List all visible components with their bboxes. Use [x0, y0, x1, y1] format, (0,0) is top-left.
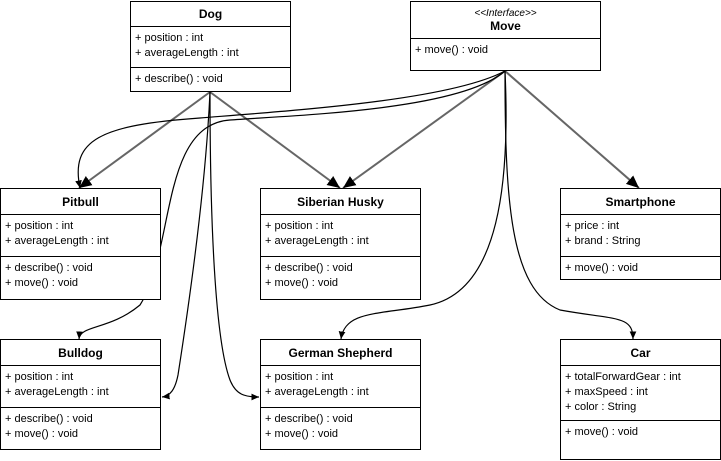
class-dog-header: Dog: [131, 2, 290, 27]
class-dog-name: Dog: [198, 7, 223, 21]
class-bulldog[interactable]: Bulldog + position : int + averageLength…: [0, 339, 161, 450]
attribute: + position : int: [5, 371, 74, 383]
class-bulldog-methods: + describe() : void + move() : void: [1, 408, 160, 442]
attribute: + position : int: [5, 220, 74, 232]
attribute: + position : int: [265, 371, 334, 383]
method: + describe() : void: [135, 73, 223, 85]
edge-move-smartphone: [504, 70, 640, 189]
class-dog[interactable]: Dog + position : int + averageLength : i…: [130, 1, 291, 92]
class-shepherd-name: German Shepherd: [288, 345, 393, 360]
class-car-header: Car: [561, 340, 720, 366]
class-dog-attributes: + position : int + averageLength : int: [131, 27, 290, 68]
class-smartphone-name: Smartphone: [605, 194, 676, 209]
class-shepherd[interactable]: German Shepherd + position : int + avera…: [260, 339, 421, 450]
class-husky-methods: + describe() : void + move() : void: [261, 257, 420, 291]
class-shepherd-header: German Shepherd: [261, 340, 420, 366]
edge-dog-husky: [209, 91, 341, 189]
class-car[interactable]: Car + totalForwardGear : int + maxSpeed …: [560, 339, 721, 460]
edge-move-shepherd: [338, 70, 507, 340]
method: + move() : void: [265, 428, 339, 440]
class-husky-header: Siberian Husky: [261, 189, 420, 215]
class-move-methods: + move() : void: [411, 39, 600, 58]
class-shepherd-attributes: + position : int + averageLength : int: [261, 366, 420, 408]
class-smartphone-attributes: + price : int + brand : String: [561, 215, 720, 257]
attribute: + averageLength : int: [5, 386, 109, 398]
class-pitbull[interactable]: Pitbull + position : int + averageLength…: [0, 188, 161, 300]
class-bulldog-attributes: + position : int + averageLength : int: [1, 366, 160, 408]
class-smartphone-header: Smartphone: [561, 189, 720, 215]
class-smartphone[interactable]: Smartphone + price : int + brand : Strin…: [560, 188, 721, 280]
class-pitbull-header: Pitbull: [1, 189, 160, 215]
method: + describe() : void: [265, 262, 353, 274]
class-move-stereotype: <<Interface>>: [474, 7, 537, 19]
class-pitbull-name: Pitbull: [62, 194, 99, 209]
class-husky-name: Siberian Husky: [297, 194, 384, 209]
method: + move() : void: [565, 262, 639, 274]
class-dog-methods: + describe() : void: [131, 68, 290, 87]
attribute: + averageLength : int: [265, 235, 369, 247]
class-move[interactable]: <<Interface>> Move + move() : void: [410, 1, 601, 71]
class-husky-attributes: + position : int + averageLength : int: [261, 215, 420, 257]
attribute: + averageLength : int: [265, 386, 369, 398]
edge-move-car: [504, 70, 637, 340]
class-move-name: Move: [490, 18, 521, 33]
edge-dog-bulldog: [161, 91, 211, 400]
attribute: + position : int: [135, 32, 204, 44]
method: + move() : void: [565, 426, 639, 438]
method: + describe() : void: [5, 413, 93, 425]
edge-move-husky: [342, 70, 506, 189]
class-pitbull-attributes: + position : int + averageLength : int: [1, 215, 160, 257]
class-car-methods: + move() : void: [561, 421, 720, 440]
edge-dog-pitbull: [78, 91, 211, 189]
method: + move() : void: [265, 277, 339, 289]
edge-dog-shepherd: [209, 91, 260, 401]
edge-move-pitbull: [75, 70, 506, 189]
attribute: + averageLength : int: [135, 47, 239, 59]
class-car-attributes: + totalForwardGear : int + maxSpeed : in…: [561, 366, 720, 421]
attribute: + averageLength : int: [5, 235, 109, 247]
class-shepherd-methods: + describe() : void + move() : void: [261, 408, 420, 442]
method: + describe() : void: [5, 262, 93, 274]
attribute: + totalForwardGear : int: [565, 371, 681, 383]
method: + move() : void: [5, 277, 79, 289]
class-smartphone-methods: + move() : void: [561, 257, 720, 276]
attribute: + color : String: [565, 401, 637, 413]
edge-move-bulldog: [76, 70, 506, 340]
class-car-name: Car: [630, 345, 651, 360]
class-move-header: <<Interface>> Move: [411, 2, 600, 39]
attribute: + price : int: [565, 220, 620, 232]
method: + describe() : void: [265, 413, 353, 425]
class-husky[interactable]: Siberian Husky + position : int + averag…: [260, 188, 421, 300]
class-pitbull-methods: + describe() : void + move() : void: [1, 257, 160, 291]
attribute: + brand : String: [565, 235, 641, 247]
class-bulldog-header: Bulldog: [1, 340, 160, 366]
method: + move() : void: [5, 428, 79, 440]
class-bulldog-name: Bulldog: [58, 345, 103, 360]
attribute: + position : int: [265, 220, 334, 232]
method: + move() : void: [415, 44, 489, 56]
attribute: + maxSpeed : int: [565, 386, 648, 398]
